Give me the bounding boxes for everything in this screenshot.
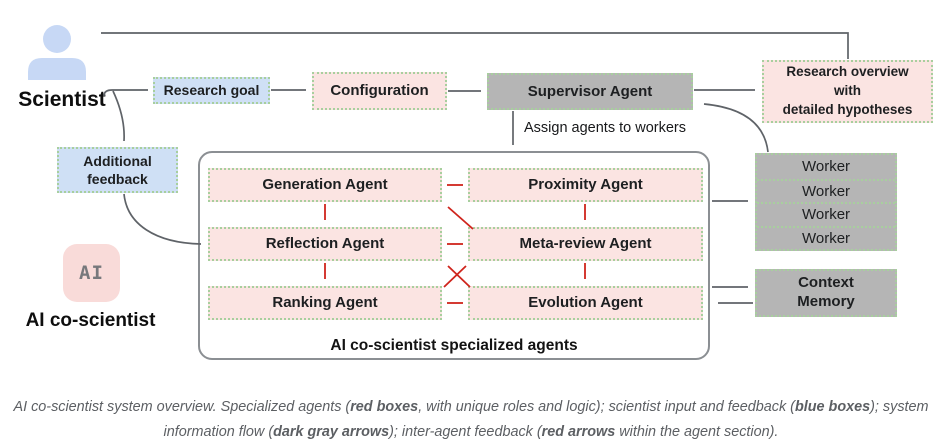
worker-stack: Worker Worker Worker Worker — [755, 153, 897, 251]
scientist-to-additional-feedback-arrow — [112, 90, 125, 142]
research-overview-line: with — [834, 83, 861, 99]
evolution-agent-box: Evolution Agent — [468, 286, 703, 320]
reflection-agent-box: Reflection Agent — [208, 227, 442, 261]
scientist-person-icon — [28, 25, 86, 80]
worker-row: Worker — [757, 178, 895, 203]
research-goal-box: Research goal — [153, 77, 270, 104]
caption-line-1: AI co-scientist system overview. Special… — [13, 399, 929, 415]
caption-line-2: information flow (dark gray arrows); int… — [163, 424, 779, 440]
ai-co-scientist-label: AI co-scientist — [25, 310, 156, 331]
worker-row: Worker — [757, 202, 895, 226]
scientist-label: Scientist — [18, 88, 106, 111]
ranking-agent-box: Ranking Agent — [208, 286, 442, 320]
configuration-box: Configuration — [312, 72, 447, 110]
research-overview-line: Research overview — [786, 64, 909, 80]
overview-to-scientist-arrow — [101, 32, 849, 59]
ai-icon-glyph: AI — [79, 262, 104, 284]
agent-section-title: AI co-scientist specialized agents — [330, 337, 578, 354]
supervisor-agent-box: Supervisor Agent — [487, 73, 693, 110]
additional-feedback-box: Additional feedback — [57, 147, 178, 193]
context-memory-line: Memory — [797, 293, 855, 310]
worker-row: Worker — [757, 225, 895, 250]
ai-icon: AI — [63, 244, 120, 302]
worker-row: Worker — [801, 158, 851, 176]
meta-review-agent-box: Meta-review Agent — [468, 227, 703, 261]
assign-agents-label: Assign agents to workers — [524, 120, 686, 136]
feedback-to-agents-arrow — [123, 193, 202, 245]
worker-to-supervisor-arrow — [703, 103, 769, 153]
context-memory-line: Context — [798, 274, 854, 292]
research-overview-box: Research overview with detailed hypothes… — [762, 60, 933, 123]
generation-agent-box: Generation Agent — [208, 168, 442, 202]
research-overview-line: detailed hypotheses — [782, 101, 913, 117]
context-memory-box: Context Memory — [755, 269, 897, 317]
proximity-agent-box: Proximity Agent — [468, 168, 703, 202]
agent-section-panel — [198, 151, 710, 360]
